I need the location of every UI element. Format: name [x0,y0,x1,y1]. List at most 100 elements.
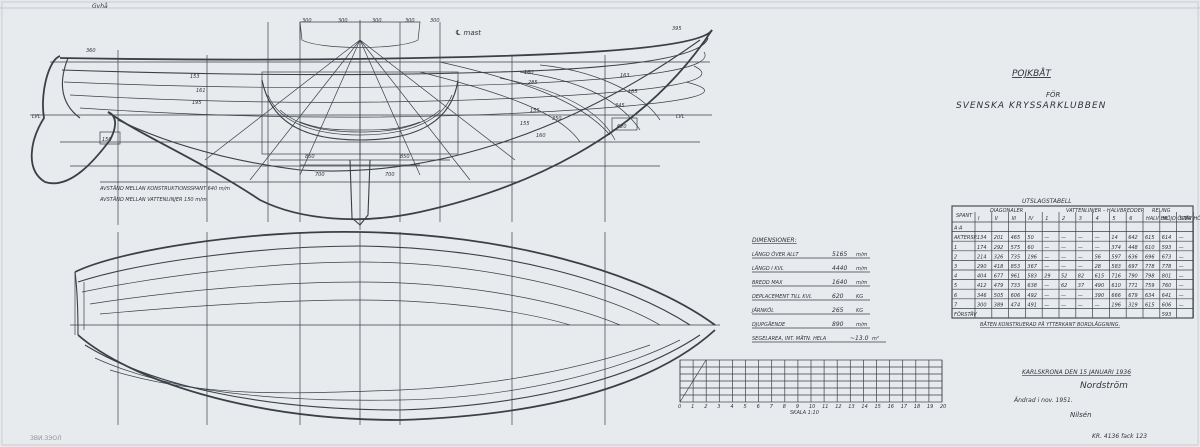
profile-note-1: AVSTÅND MELLAN KONSTRUKTIONSSPANT 640 m/… [99,185,230,192]
title-for: FÖR [1046,90,1061,99]
offsets-cell: 412 [977,283,987,289]
svg-text:KG: KG [856,294,863,300]
offsets-column-header: 1 [1045,216,1048,222]
scale-tick-label: 2 [704,404,707,410]
scale-tick-label: 3 [717,404,720,410]
svg-text:SEGELAREA, INT. MÄTN. HELA: SEGELAREA, INT. MÄTN. HELA [752,335,827,342]
offsets-cell: — [1061,264,1066,270]
svg-text:m²: m² [872,336,879,342]
left-label-3: 195 [192,100,202,106]
scale-tick-label: 0 [678,404,681,410]
archive-ref: KR. 4136 fack 123 [1092,433,1147,440]
offsets-table: UTSLAGSTABELL DIAGONALER VATTENLINJER – … [951,198,1200,319]
svg-text:620: 620 [832,293,844,300]
signature-name: Nordström [1080,381,1128,391]
lower-dim-1: 850 [305,154,315,160]
svg-text:~13.0: ~13.0 [850,335,869,342]
offsets-cell: 638 [1027,283,1037,289]
offsets-cell: 82 [1078,274,1084,280]
offsets-cell: 593 [1162,312,1172,318]
offsets-column-header: 5 [1112,216,1115,222]
revision-initials: Nilsén [1070,411,1092,419]
offsets-cell: — [1044,254,1049,260]
offsets-cell: — [1179,235,1184,241]
offsets-column-header: 6 [1129,216,1132,222]
offsets-cell: 418 [994,264,1004,270]
offsets-cell: 679 [1128,293,1138,299]
offsets-cell: 636 [1128,254,1138,260]
offsets-cell: — [1095,245,1100,251]
stern-dim: 395 [672,26,682,32]
lower-dim-3: 700 [315,172,325,178]
offsets-row-spant: 6 [954,293,957,299]
offsets-cell: — [1044,235,1049,241]
lower-dim-2: 850 [400,154,410,160]
offsets-cell: 196 [1027,254,1037,260]
svg-text:BREDD MAX: BREDD MAX [752,280,783,286]
offsets-cell: 390 [1095,293,1105,299]
offsets-cell: — [1179,245,1184,251]
scale-label: SKALA 1:10 [790,410,819,416]
offsets-cell: 290 [977,264,987,270]
offsets-cell: 606 [1011,293,1021,299]
offsets-cell: 474 [1011,302,1021,308]
scale-tick-label: 7 [770,404,774,410]
svg-text:1640: 1640 [832,279,847,286]
offsets-cell: 389 [994,302,1004,308]
offsets-cell: 583 [1027,274,1037,280]
offsets-cell: — [1179,274,1184,280]
offsets-cell: 961 [1011,274,1021,280]
offsets-cell: — [1179,293,1184,299]
offsets-row-spant: 5 [954,283,957,289]
offsets-cell: — [1044,283,1049,289]
corner-note: Gvhå [92,3,108,10]
left-label-2: 161 [196,88,206,94]
offsets-cell: 697 [1128,264,1138,270]
offsets-note: BÅTEN KONSTRUERAD PÅ YTTERKANT BORDLÄGGN… [980,321,1120,328]
offsets-cell: 696 [1145,254,1155,260]
offsets-cell: 319 [1128,302,1138,308]
offsets-cell: — [1061,235,1066,241]
svg-text:KG: KG [856,308,863,314]
offsets-cell: 60 [1027,245,1033,251]
offsets-cell: 575 [1011,245,1021,251]
svg-text:265: 265 [832,307,844,314]
offsets-cell: — [1044,302,1049,308]
offsets-cell: 666 [1111,293,1121,299]
offsets-cell: 367 [1027,264,1037,270]
scale-tick-label: 15 [875,404,881,410]
scale-tick-label: 16 [888,404,894,410]
offsets-cell: 374 [1111,245,1121,251]
offsets-cell: 642 [1128,235,1138,241]
offsets-column-header: II [995,216,998,222]
offsets-cell: 760 [1162,283,1172,289]
svg-text:5165: 5165 [832,251,847,258]
offsets-cell: 479 [994,283,1004,289]
profile-note-2: AVSTÅND MELLAN VATTENLINJER 150 m/m [99,196,207,203]
scale-tick-label: 9 [796,404,799,410]
right-label-3: 345 [615,103,625,109]
scale-tick-label: 11 [822,404,828,410]
offsets-cell: 673 [1162,254,1172,260]
offsets-cell: 492 [1027,293,1037,299]
left-box-dim: 150 [102,137,112,143]
offsets-cell: — [1044,245,1049,251]
offsets-cell: 606 [1162,302,1172,308]
offsets-cell: — [1061,254,1066,260]
scale-tick-label: 14 [861,404,867,410]
offsets-cell: 201 [994,235,1004,241]
offsets-cell: — [1061,245,1066,251]
right-label-2: 185 [628,89,638,95]
offsets-cell: 634 [1145,293,1155,299]
offsets-column-header: I [978,216,980,222]
waterline-label-right: LVL [676,114,685,120]
scale-tick-label: 8 [783,404,786,410]
offsets-cell: 771 [1128,283,1138,289]
offsets-cell: 29 [1044,274,1050,280]
offsets-cell: 801 [1162,274,1172,280]
offsets-row-spant: 1 [954,245,957,251]
svg-text:DJUPGÅENDE: DJUPGÅENDE [752,321,786,328]
plan-view [70,230,720,425]
